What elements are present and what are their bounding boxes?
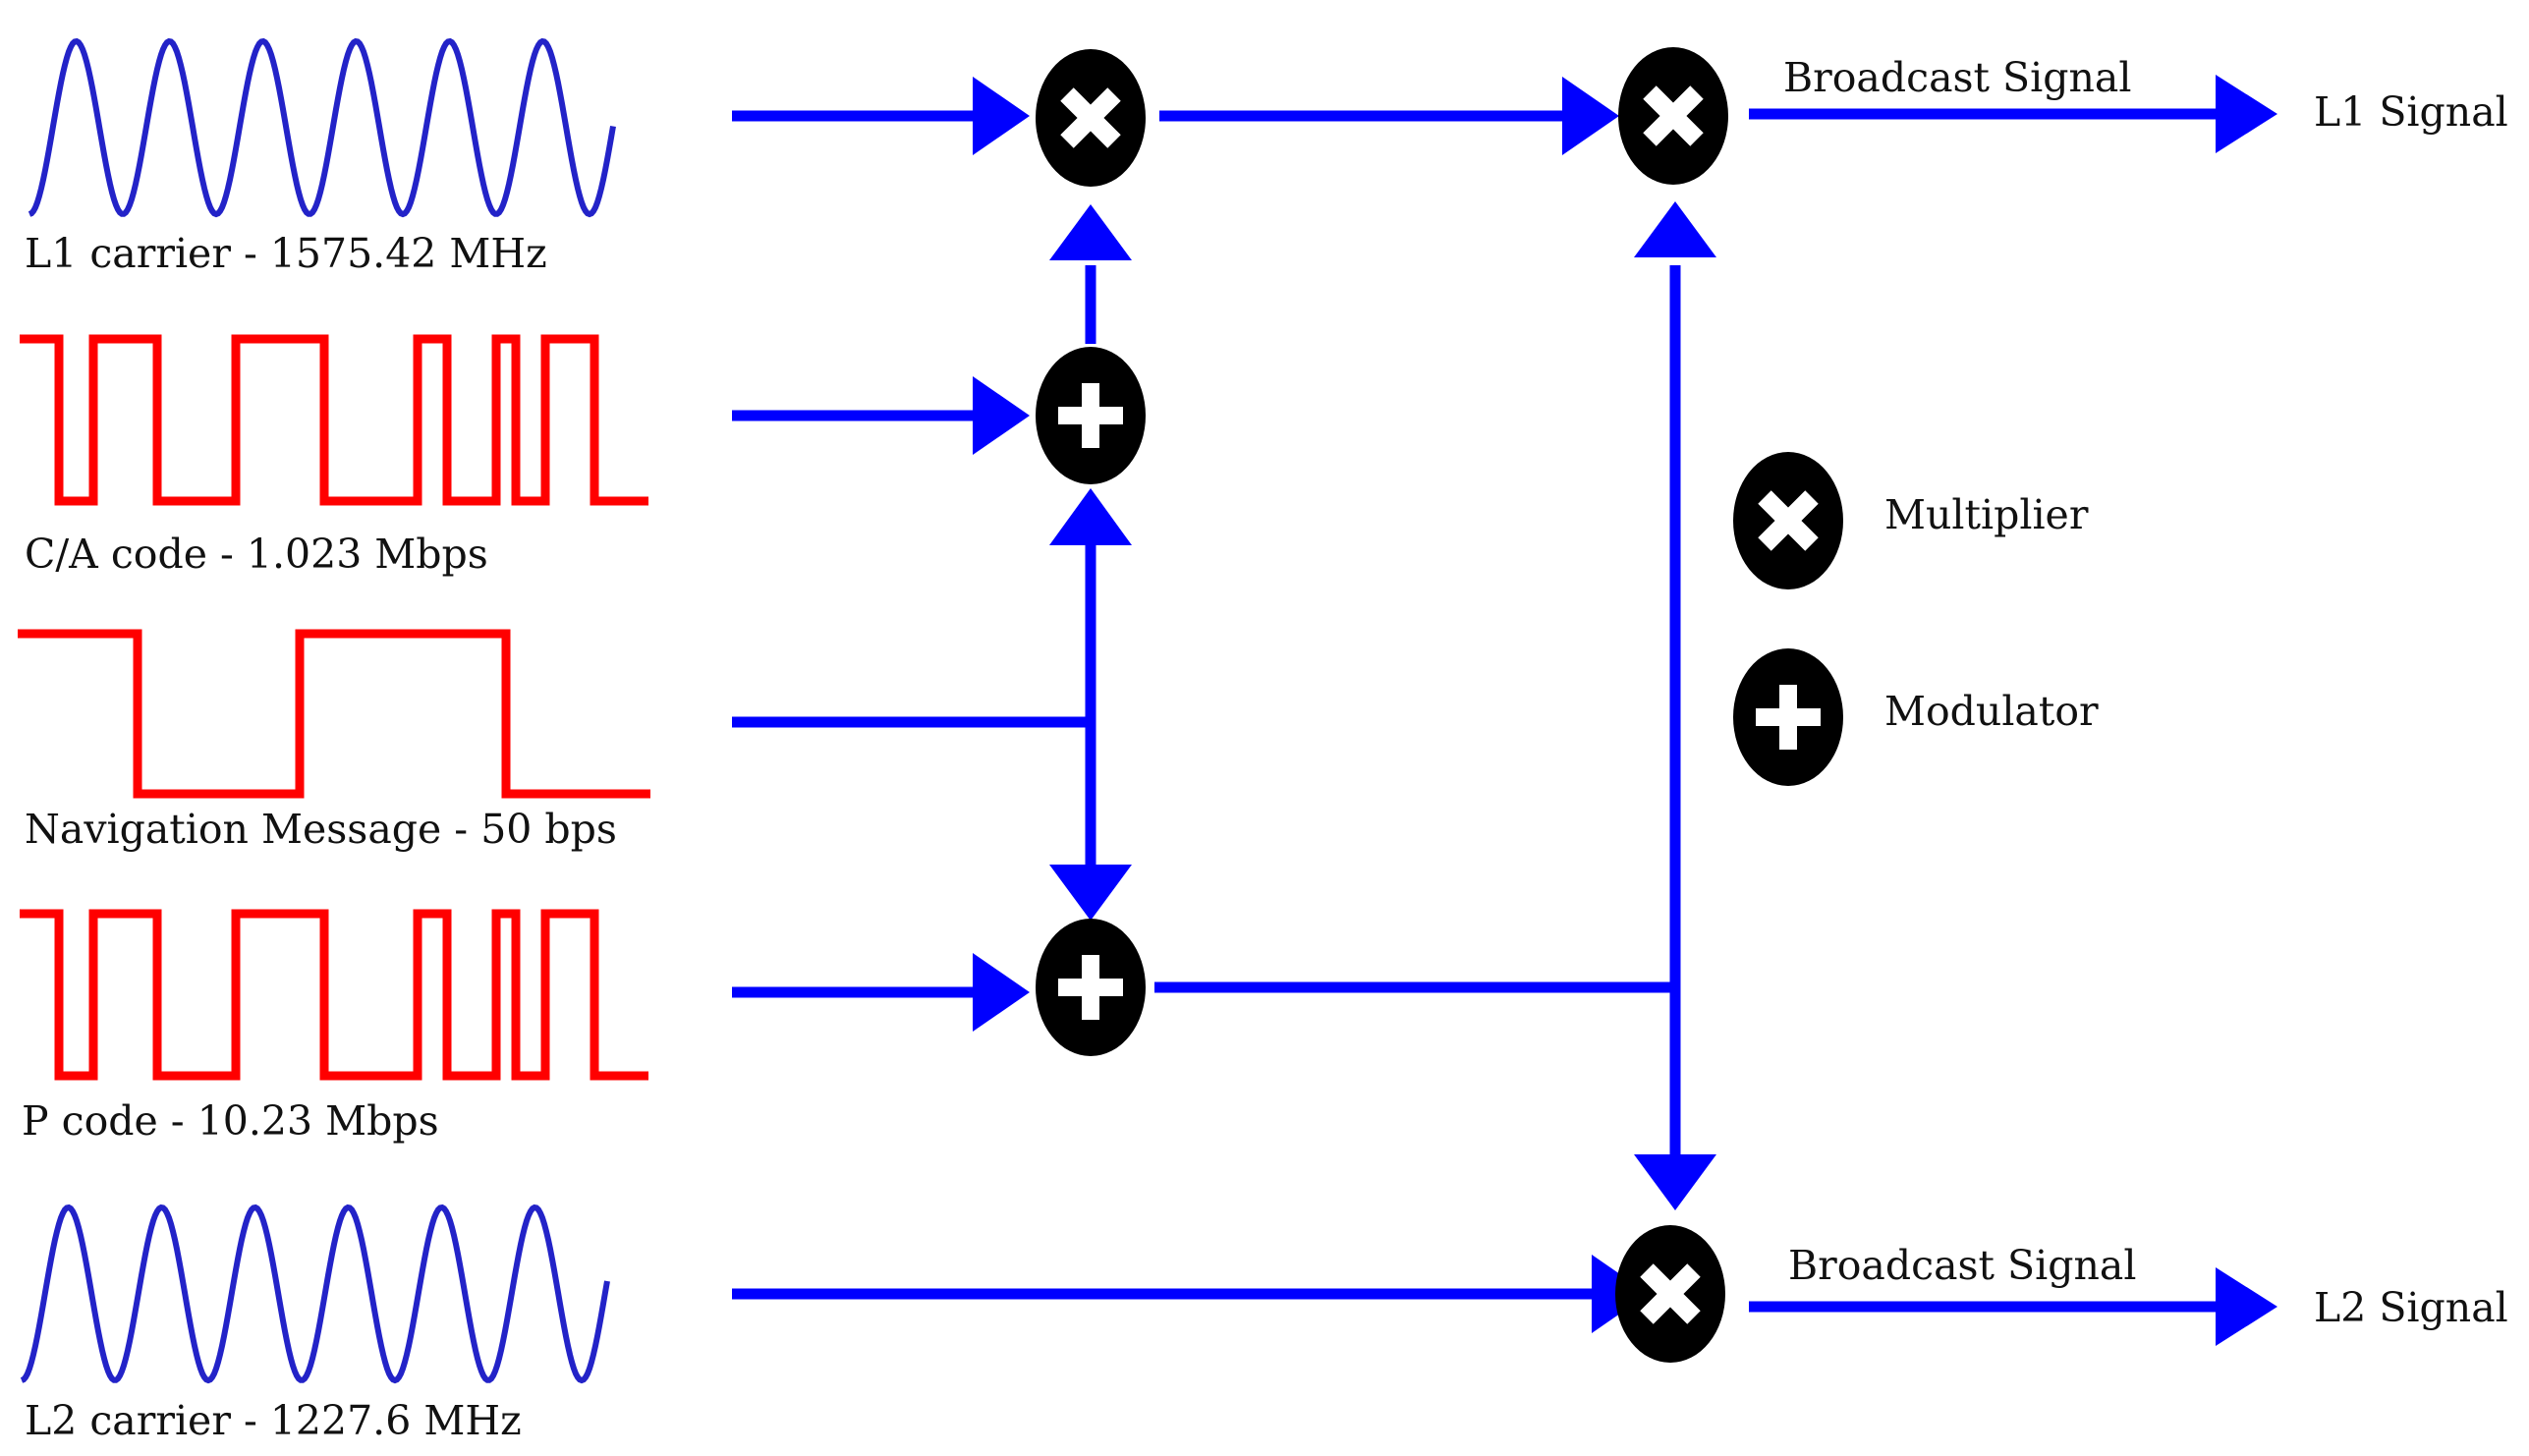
l2-signal-label: L2 Signal xyxy=(2314,1284,2508,1331)
arrowhead-down xyxy=(1634,1154,1716,1210)
p-code-waveform xyxy=(20,909,648,1081)
arrowhead-right xyxy=(1562,77,1619,155)
signal-connectors xyxy=(732,108,2225,1313)
multiplier-symbol-top-left xyxy=(1036,49,1146,187)
multiplier-symbol-top-right xyxy=(1618,47,1728,185)
l2-carrier-label: L2 carrier - 1227.6 MHz xyxy=(25,1397,522,1444)
legend-modulator-label: Modulator xyxy=(1884,688,2099,735)
l1-carrier-waveform xyxy=(28,37,616,218)
l1-signal-label: L1 Signal xyxy=(2314,88,2508,136)
legend: Multiplier Modulator xyxy=(1733,452,2099,786)
multiplier-symbol-bottom xyxy=(1615,1225,1725,1363)
arrowhead-up xyxy=(1634,201,1716,257)
ca-code-waveform xyxy=(20,334,648,506)
arrowhead-down xyxy=(1049,865,1132,921)
legend-multiplier-label: Multiplier xyxy=(1884,491,2089,538)
arrowhead-right xyxy=(973,376,1030,455)
modulator-symbol-p xyxy=(1036,919,1146,1056)
arrowhead-up xyxy=(1049,488,1132,545)
nav-message-label: Navigation Message - 50 bps xyxy=(25,806,617,853)
arrowhead-right xyxy=(2216,75,2277,153)
legend-multiplier-symbol xyxy=(1733,452,1843,589)
p-code-label: P code - 10.23 Mbps xyxy=(22,1097,439,1145)
arrowhead-up xyxy=(1049,204,1132,260)
arrowhead-right xyxy=(973,77,1030,155)
l2-carrier-waveform xyxy=(20,1204,610,1384)
l1-carrier-label: L1 carrier - 1575.42 MHz xyxy=(25,230,547,277)
arrowheads xyxy=(973,75,2277,1346)
modulator-symbol-ca xyxy=(1036,347,1146,484)
broadcast-signal-label-bottom: Broadcast Signal xyxy=(1788,1242,2136,1289)
nav-message-waveform xyxy=(18,629,650,799)
arrowhead-right xyxy=(2216,1267,2277,1346)
ca-code-label: C/A code - 1.023 Mbps xyxy=(25,531,488,578)
legend-modulator-symbol xyxy=(1733,648,1843,786)
broadcast-signal-label-top: Broadcast Signal xyxy=(1783,54,2131,101)
arrowhead-right xyxy=(973,953,1030,1032)
